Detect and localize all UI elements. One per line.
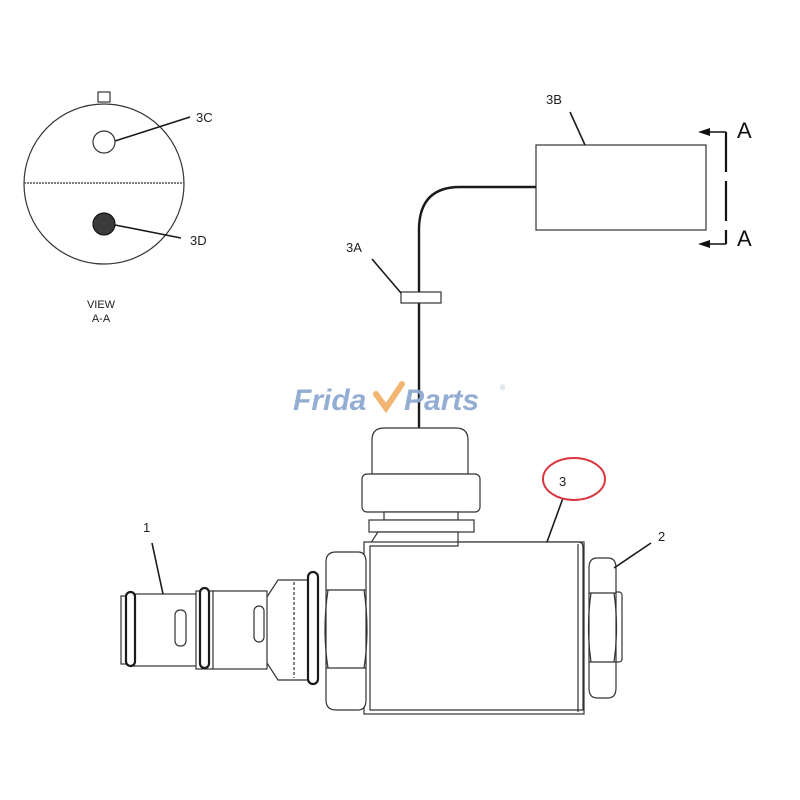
label-1: 1 [143, 520, 150, 535]
nut-body [325, 551, 367, 711]
leader-1 [151, 542, 164, 595]
leader-2 [613, 542, 652, 569]
leader-3d [114, 224, 182, 239]
coil-connector-cap [361, 427, 481, 547]
coil-3: 3 [363, 457, 606, 715]
nut-chamfer [587, 592, 592, 663]
connector-3b: 3B A A [535, 92, 752, 251]
nut-chamfer [324, 589, 329, 669]
label-3a: 3A [346, 240, 362, 255]
cartridge-body-front [132, 593, 206, 667]
registered-mark: ® [500, 384, 506, 392]
terminal-3c-icon [92, 130, 116, 154]
wire-clip-3a [400, 291, 442, 304]
label-3c: 3C [196, 110, 213, 125]
wire-harness: 3A [346, 185, 536, 430]
leader-3a [371, 258, 402, 294]
wire [417, 185, 536, 430]
cap-collar [361, 473, 481, 513]
view-outline-circle [23, 103, 185, 265]
nut-2: 2 [587, 529, 665, 699]
view-key-tab [97, 91, 111, 103]
o-ring [306, 570, 320, 686]
highlight-circle [542, 457, 606, 501]
cartridge-1: 1 [120, 520, 320, 686]
cartridge-port [253, 605, 265, 643]
cartridge-taper [264, 579, 313, 681]
label-3b: 3B [546, 92, 562, 107]
o-ring [124, 590, 137, 668]
nut-body [588, 557, 617, 699]
nut-chamfer [613, 592, 618, 663]
hex-nut-left [324, 551, 368, 711]
cartridge-port [174, 609, 187, 647]
view-title: VIEW [87, 299, 116, 311]
leader-3b [569, 111, 586, 146]
connector-box [535, 144, 707, 231]
leader-3c [114, 116, 191, 142]
view-subtitle: A-A [92, 313, 111, 325]
watermark-logo: Frida Parts ® [293, 381, 506, 417]
leader-3 [546, 497, 564, 543]
o-ring [198, 586, 211, 670]
watermark-text-left: Frida [293, 384, 366, 417]
section-marker-bottom: A [737, 226, 752, 251]
label-3d: 3D [190, 233, 207, 248]
cap-neck [383, 511, 459, 521]
view-a-a: 3C 3D VIEW A-A [23, 91, 213, 325]
label-3: 3 [559, 474, 566, 489]
terminal-3d-icon [92, 212, 116, 236]
cap-top [371, 427, 469, 475]
watermark-text-right: Parts [404, 384, 479, 417]
section-marker-top: A [737, 118, 752, 143]
checkmark-icon [373, 381, 405, 414]
arrow-left-icon [698, 128, 710, 136]
nut-chamfer [363, 589, 368, 669]
arrow-left-icon [698, 240, 710, 248]
label-2: 2 [658, 529, 665, 544]
coil-body [369, 541, 584, 711]
cap-flange [368, 519, 475, 533]
